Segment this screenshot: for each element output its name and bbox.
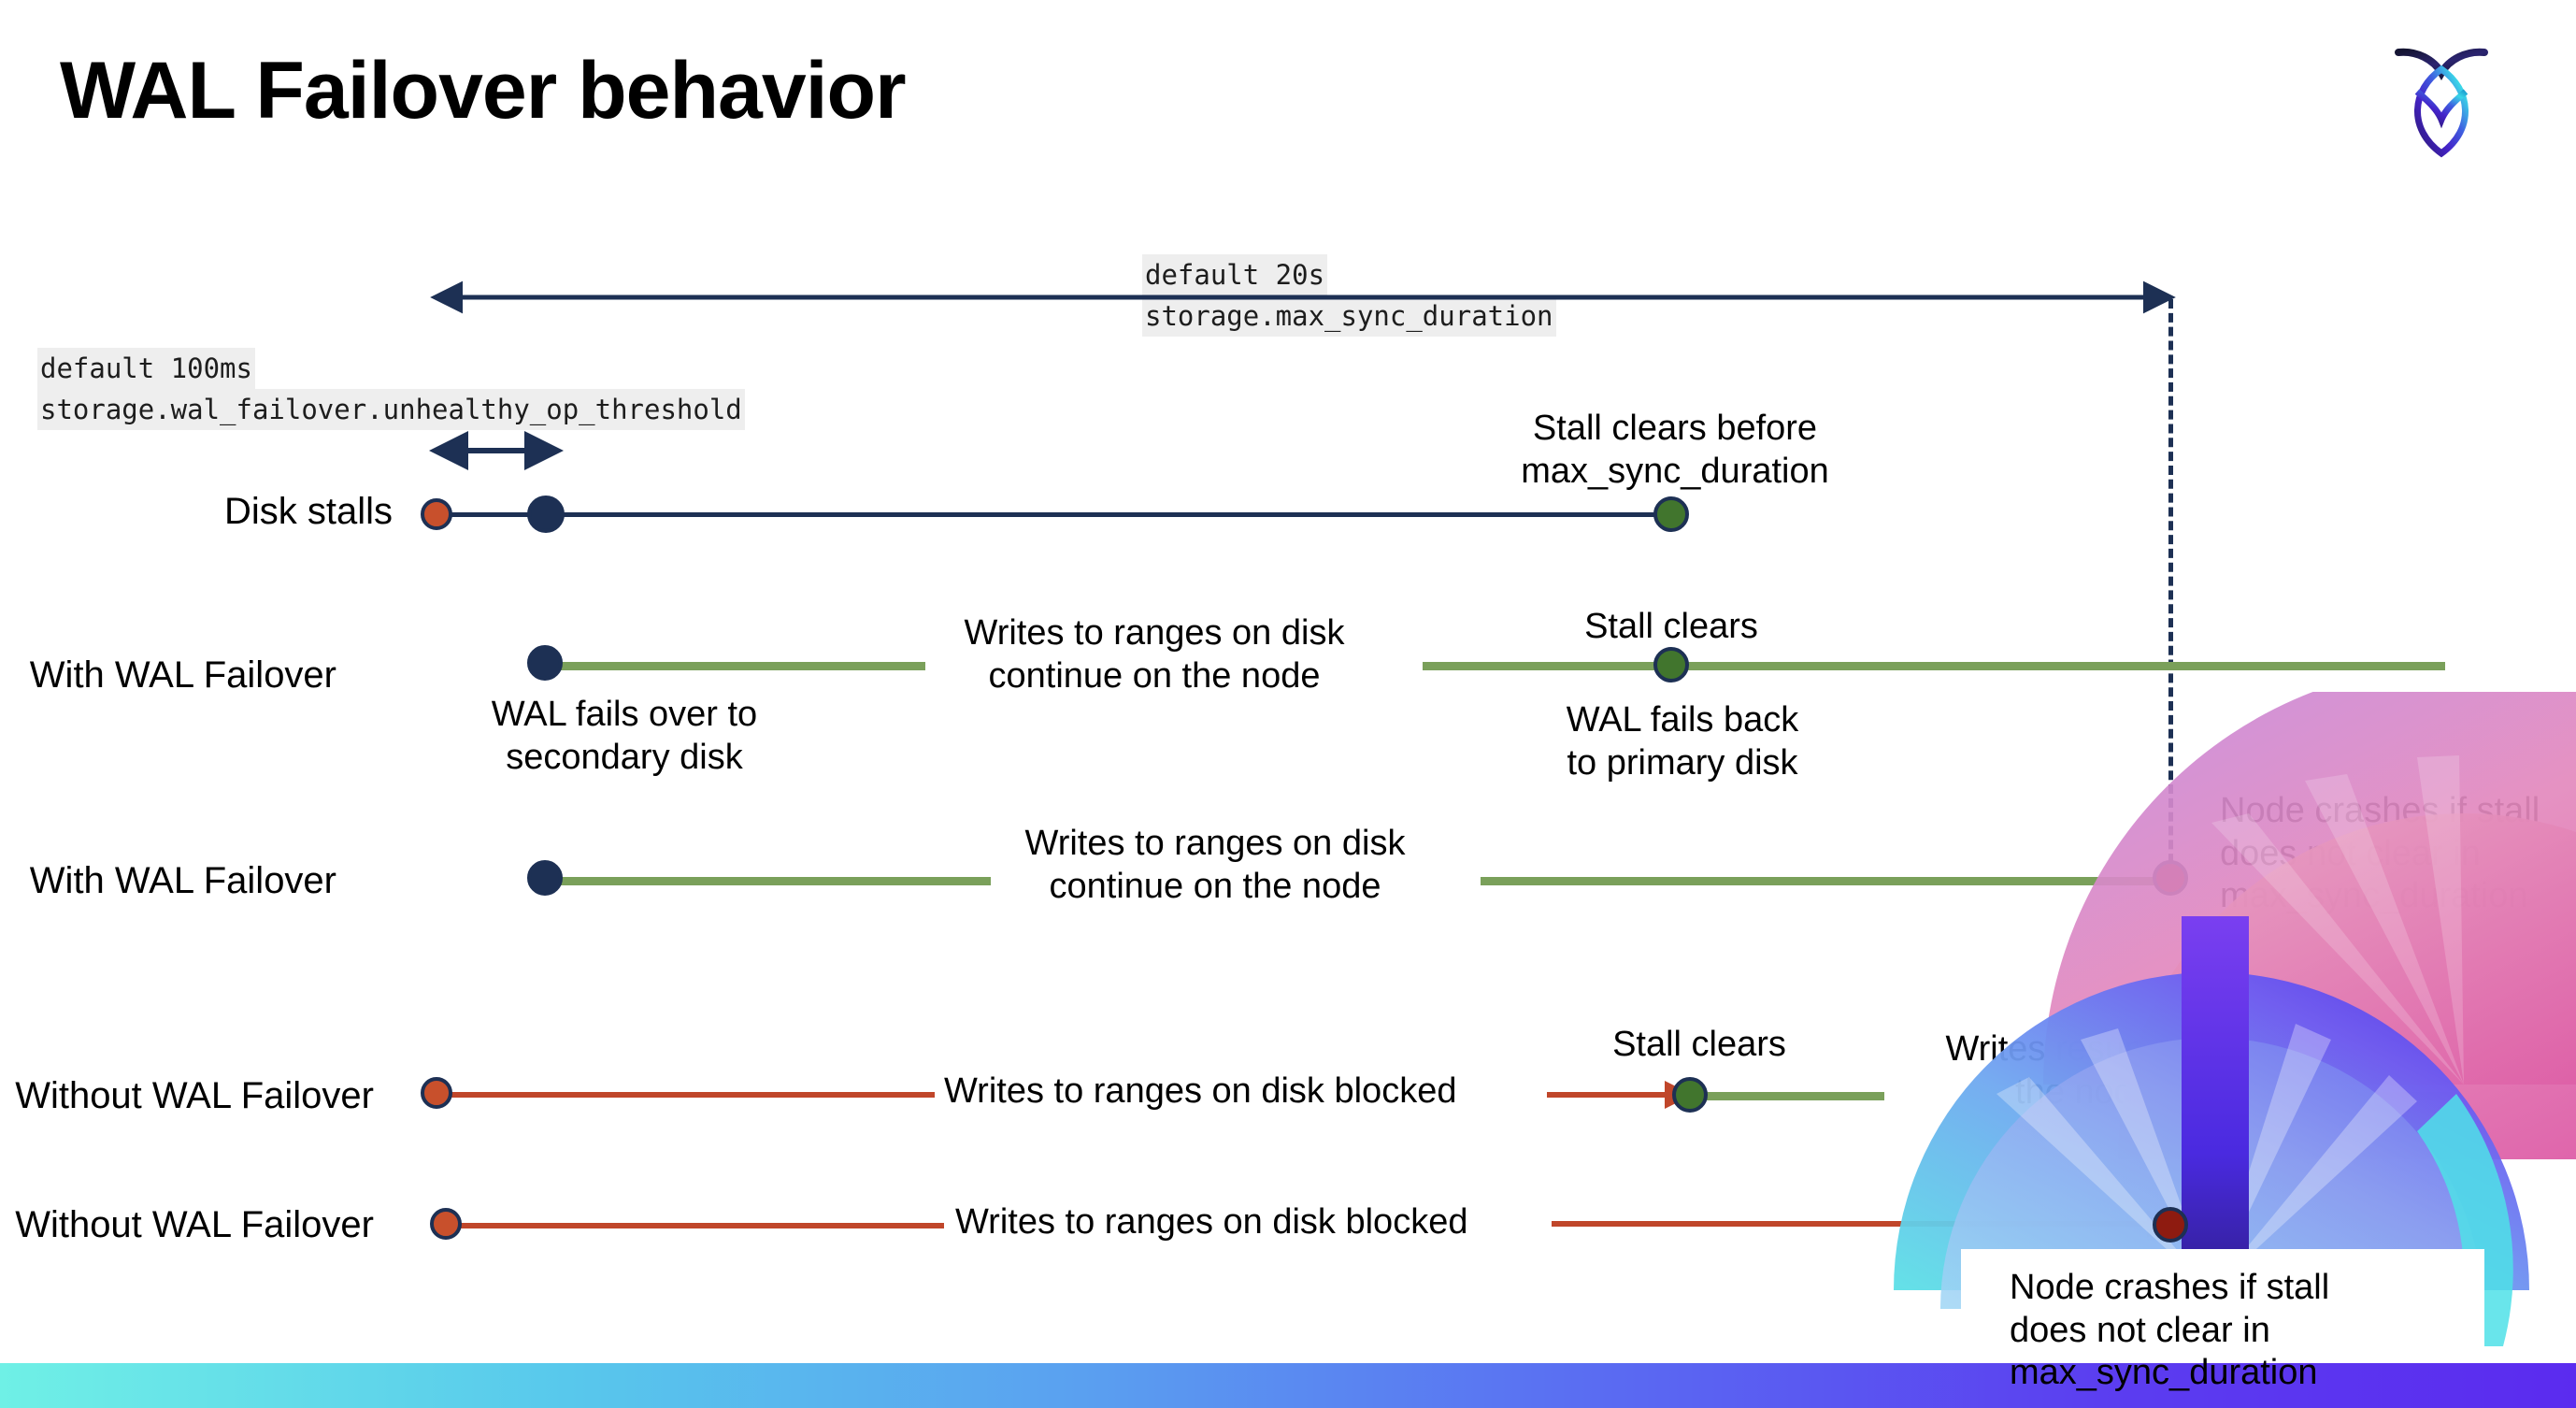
disk-stall-clear-marker	[1653, 496, 1689, 532]
row4-stall-clear-marker	[1672, 1077, 1708, 1113]
row5-stall-start-marker	[430, 1208, 462, 1240]
max-sync-setting-name: storage.max_sync_duration	[1142, 295, 1556, 338]
row2-green-line-left	[551, 662, 925, 670]
max-sync-duration-callout: default 20s storage.max_sync_duration	[1142, 254, 1556, 338]
row4-red-line-left	[449, 1092, 935, 1098]
row2-failover-marker	[527, 645, 563, 681]
annotation-row5-writes-blocked: Writes to ranges on disk blocked	[955, 1202, 1468, 1242]
row-label-without-wal-failover-2: Without WAL Failover	[15, 1204, 374, 1245]
annotation-row5-node-crashes: Node crashes if stall does not clear in …	[2010, 1268, 2330, 1393]
disk-stall-failover-marker	[527, 496, 565, 533]
max-sync-default-label: default 20s	[1142, 254, 1328, 296]
row-label-with-wal-failover-1: With WAL Failover	[29, 654, 336, 696]
row-label-with-wal-failover-2: With WAL Failover	[29, 860, 336, 901]
row-label-without-wal-failover-1: Without WAL Failover	[15, 1075, 374, 1116]
unhealthy-op-default-label: default 100ms	[37, 348, 255, 390]
row5-node-crash-marker	[2153, 1207, 2188, 1243]
annotation-row3-writes-continue: Writes to ranges on disk continue on the…	[1024, 824, 1406, 906]
row-label-disk-stalls: Disk stalls	[223, 491, 393, 532]
row2-stall-clear-marker	[1653, 647, 1689, 682]
annotation-row2-stall-clears: Stall clears	[1584, 607, 1758, 646]
annotation-wal-fails-over: WAL fails over to secondary disk	[491, 695, 758, 777]
annotation-row4-writes-blocked: Writes to ranges on disk blocked	[944, 1071, 1457, 1111]
page-title: WAL Failover behavior	[60, 46, 907, 136]
row4-stall-start-marker	[421, 1077, 452, 1109]
row2-green-line-right	[1423, 662, 2445, 670]
row3-failover-marker	[527, 860, 563, 896]
cockroachdb-logo-icon	[2385, 32, 2497, 159]
annotation-stall-clears-before: Stall clears before max_sync_duration	[1521, 409, 1829, 491]
unhealthy-op-threshold-callout: default 100ms storage.wal_failover.unhea…	[37, 348, 745, 431]
annotation-row2-writes-continue: Writes to ranges on disk continue on the…	[964, 613, 1345, 696]
unhealthy-op-setting-name: storage.wal_failover.unhealthy_op_thresh…	[37, 389, 745, 431]
annotation-row4-stall-clears: Stall clears	[1612, 1025, 1786, 1064]
decorative-fan-graphic	[1810, 692, 2576, 1346]
annotation-wal-fails-back: WAL fails back to primary disk	[1566, 700, 1799, 783]
row3-green-line-left	[551, 877, 991, 885]
row4-green-line-right	[1701, 1092, 1884, 1100]
row3-green-line-right	[1481, 877, 2172, 885]
max-sync-duration-dropline	[2168, 299, 2173, 877]
disk-stalls-line	[436, 512, 1671, 517]
bottom-gradient-bar	[0, 1363, 2576, 1408]
disk-stall-start-marker	[421, 498, 452, 530]
row5-red-line-left	[458, 1223, 944, 1228]
